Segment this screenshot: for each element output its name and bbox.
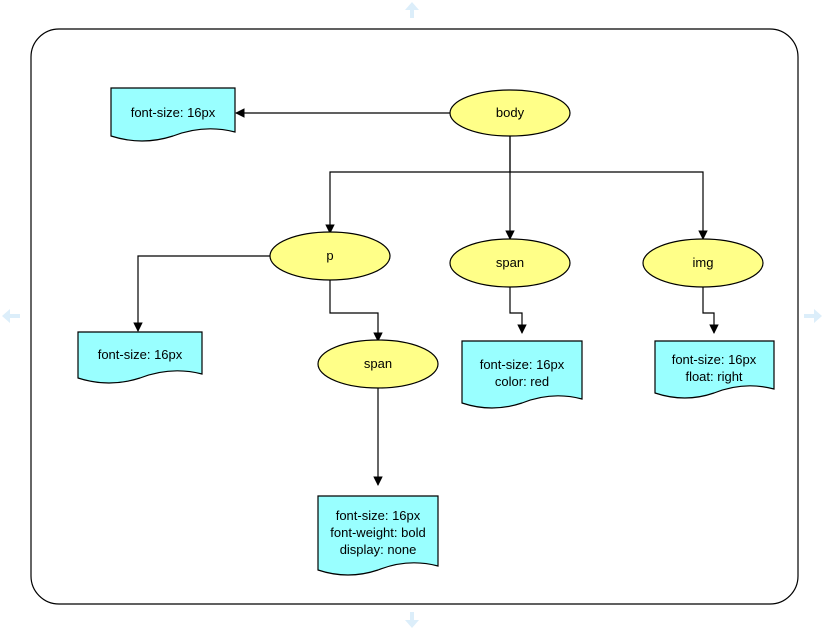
connector-span-style: [509, 287, 527, 334]
style-box-span: font-size: 16px color: red: [461, 340, 583, 409]
arrow-right-icon: [804, 309, 822, 323]
tree-node-p: p: [269, 231, 391, 281]
connector-body-img: [510, 171, 708, 240]
style-span-line-2: color: red: [495, 374, 549, 389]
style-p-line-1: font-size: 16px: [98, 347, 183, 362]
node-label-body: body: [496, 105, 525, 120]
node-label-img: img: [693, 255, 714, 270]
style-box-img: font-size: 16px float: right: [654, 340, 775, 399]
style-inner-span-line-3: display: none: [340, 542, 417, 557]
style-box-inner-span: font-size: 16px font-weight: bold displa…: [317, 495, 439, 576]
style-box-p: font-size: 16px: [77, 331, 203, 384]
style-body-line-1: font-size: 16px: [131, 105, 216, 120]
tree-node-body: body: [449, 89, 571, 137]
style-span-line-1: font-size: 16px: [480, 357, 565, 372]
connector-p-style: [133, 255, 270, 332]
style-box-body: font-size: 16px: [110, 87, 236, 142]
container-frame: [30, 28, 799, 605]
node-label-span: span: [496, 255, 524, 270]
arrow-up-icon: [405, 2, 419, 18]
tree-node-img: img: [642, 238, 764, 288]
connector-img-style: [702, 287, 719, 334]
node-label-p: p: [326, 248, 333, 263]
tree-node-span: span: [449, 238, 571, 288]
style-img-line-1: font-size: 16px: [672, 352, 757, 367]
style-img-line-2: float: right: [685, 369, 742, 384]
style-inner-span-line-2: font-weight: bold: [330, 525, 425, 540]
tree-node-inner-span: span: [317, 339, 439, 389]
style-inner-span-line-1: font-size: 16px: [336, 508, 421, 523]
node-label-inner-span: span: [364, 356, 392, 371]
connector-p-span: [329, 280, 383, 342]
arrow-left-icon: [2, 309, 20, 323]
connectors: [133, 108, 719, 486]
arrow-down-icon: [405, 612, 419, 628]
